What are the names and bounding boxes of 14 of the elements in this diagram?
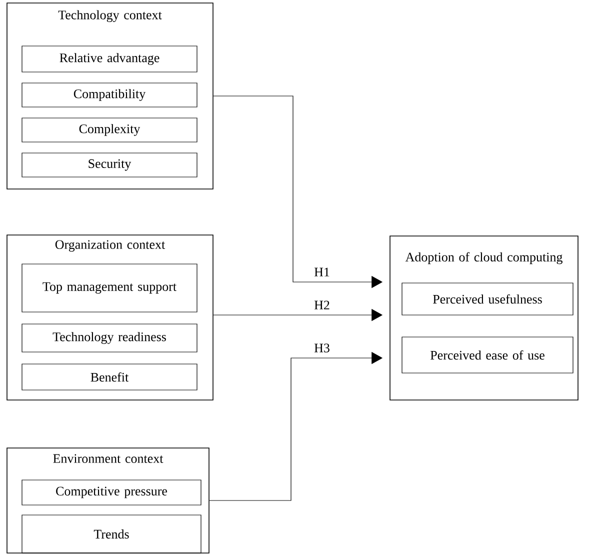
factor-box: Security bbox=[22, 152, 198, 178]
factor-box: Top management support bbox=[22, 264, 198, 312]
factor-box: Benefit bbox=[22, 364, 198, 390]
edge-label: H1 bbox=[313, 266, 331, 278]
factor-box: Competitive pressure bbox=[22, 480, 202, 506]
factor-box: Perceived ease of use bbox=[402, 336, 574, 374]
edge-label: H3 bbox=[313, 342, 331, 354]
factor-box: Compatibility bbox=[22, 82, 198, 108]
edge-label: H2 bbox=[313, 300, 331, 310]
factor-box: Relative advantage bbox=[22, 46, 198, 72]
factor-box: Perceived usefulness bbox=[402, 282, 574, 316]
factor-box: Complexity bbox=[22, 118, 198, 142]
factor-box: Technology readiness bbox=[22, 324, 198, 352]
factor-box: Trends bbox=[22, 514, 202, 554]
